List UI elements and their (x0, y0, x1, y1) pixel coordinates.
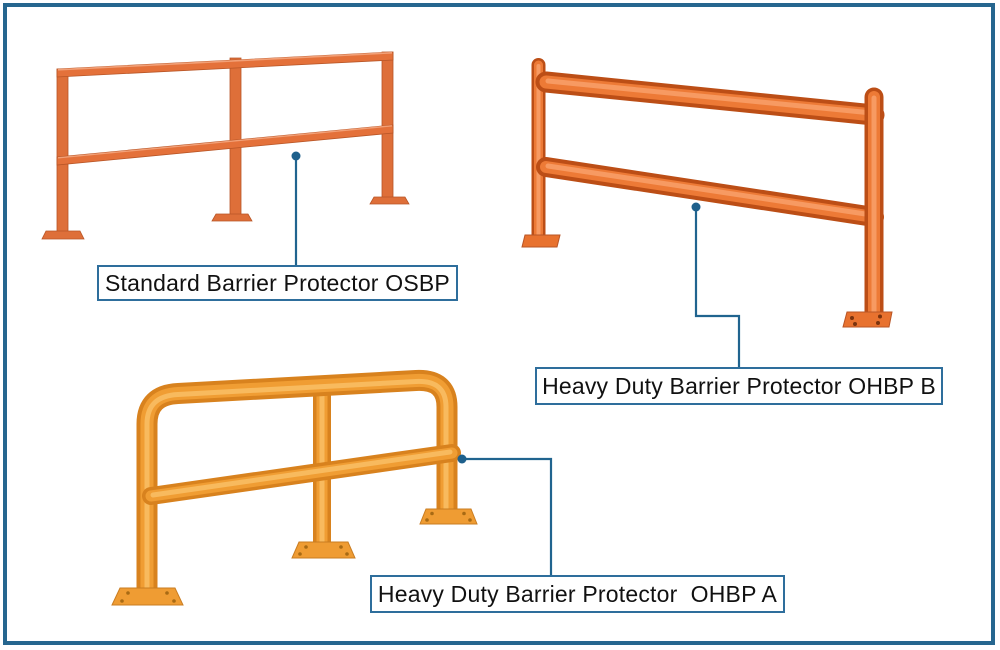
callout-label-ohbp-a: Heavy Duty Barrier Protector OHBP A (377, 580, 778, 607)
callout-dot-ohbp-a (457, 454, 467, 464)
callout-connector-ohbp-b (694, 207, 741, 367)
callout-box-ohbp-a: Heavy Duty Barrier Protector OHBP A (370, 575, 785, 613)
callout-box-ohbp-b: Heavy Duty Barrier Protector OHBP B (535, 367, 943, 405)
callout-label-osbp: Standard Barrier Protector OSBP (105, 269, 450, 296)
callout-box-osbp: Standard Barrier Protector OSBP (97, 265, 458, 301)
heavy-duty-barrier-ohbp-b-illustration (521, 58, 893, 328)
callout-dot-osbp (291, 151, 301, 161)
callout-label-ohbp-b: Heavy Duty Barrier Protector OHBP B (542, 372, 936, 399)
heavy-duty-barrier-ohbp-a-illustration (111, 369, 478, 606)
standard-barrier-osbp-illustration (41, 51, 410, 240)
callout-connector-ohbp-a (462, 457, 553, 575)
callout-dot-ohbp-b (691, 202, 701, 212)
